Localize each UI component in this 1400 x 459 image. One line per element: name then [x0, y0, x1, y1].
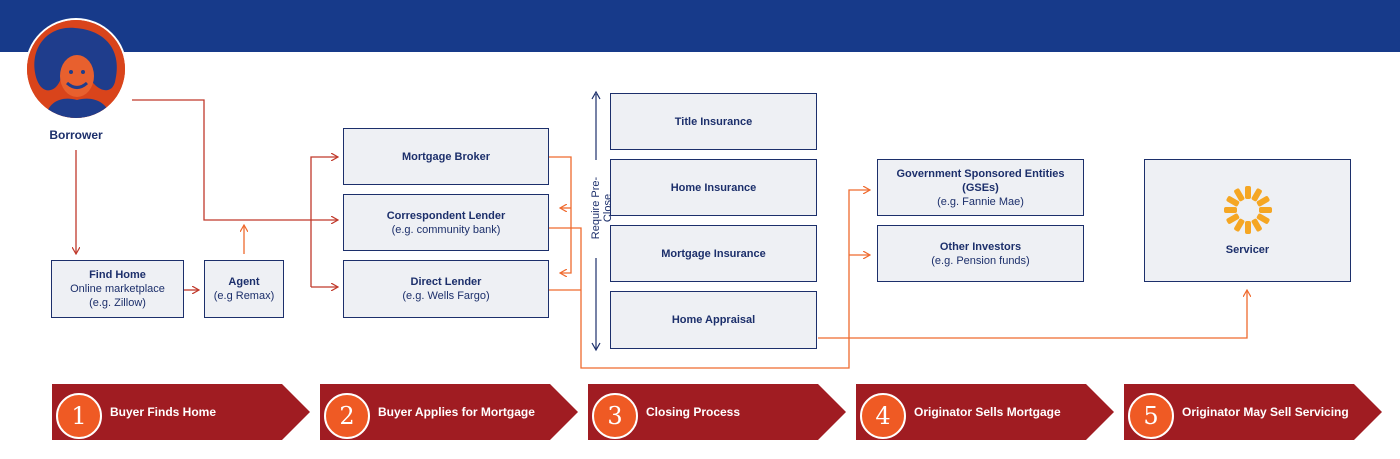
step-label: Closing Process: [646, 405, 741, 419]
lender-sub: (e.g. community bank): [391, 223, 501, 236]
arrow-to-servicer: [818, 290, 1247, 339]
route-lenders-to-investors: [549, 190, 870, 369]
step-number: 1: [56, 393, 102, 439]
closing-item-label: Mortgage Insurance: [661, 247, 766, 260]
lender-title: Correspondent Lender: [386, 209, 506, 222]
agent-title: Agent: [228, 276, 260, 288]
find-home-title: Find Home: [89, 269, 146, 281]
agent-box: Agent (e.g Remax): [204, 260, 284, 318]
step-label: Originator Sells Mortgage: [914, 405, 1061, 419]
borrower-avatar: [27, 20, 125, 118]
arrow-broker-to-correspondent: [549, 156, 572, 273]
other-investors-title: Other Investors: [939, 240, 1022, 253]
find-home-box: Find Home Online marketplace (e.g. Zillo…: [51, 260, 184, 318]
find-home-line1: Online marketplace: [70, 283, 165, 295]
lender-title: Direct Lender: [410, 276, 482, 288]
step-number: 4: [860, 393, 906, 439]
closing-item-label: Title Insurance: [674, 115, 753, 128]
other-investors-sub: (e.g. Pension funds): [931, 254, 1030, 267]
other-investors-box: Other Investors (e.g. Pension funds): [877, 225, 1084, 282]
gse-line1: Government Sponsored Entities: [896, 167, 1065, 180]
servicer-logo-icon: [1223, 185, 1272, 234]
gse-line2: (GSEs): [962, 181, 999, 194]
step-label: Originator May Sell Servicing: [1182, 405, 1349, 419]
top-banner: [0, 0, 1400, 52]
closing-item-label: Home Appraisal: [671, 314, 756, 326]
borrower-label: Borrower: [49, 128, 103, 142]
direct-lender-box: Direct Lender (e.g. Wells Fargo): [343, 260, 549, 318]
step-number: 5: [1128, 393, 1174, 439]
home-insurance-box: Home Insurance: [610, 159, 817, 216]
agent-line1: (e.g Remax): [213, 290, 275, 302]
title-insurance-box: Title Insurance: [610, 93, 817, 150]
closing-item-label: Home Insurance: [670, 181, 757, 194]
gse-sub: (e.g. Fannie Mae): [937, 195, 1024, 208]
servicer-box: Servicer: [1144, 159, 1351, 282]
step-number: 2: [324, 393, 370, 439]
step-number: 3: [592, 393, 638, 439]
arrow-borrower-to-correspondent: [132, 99, 338, 220]
gse-box: Government Sponsored Entities (GSEs) (e.…: [877, 159, 1084, 216]
arrow-to-mortgage-broker: [310, 157, 338, 287]
find-home-line2: (e.g. Zillow): [89, 297, 146, 309]
require-pre-close-label: Require Pre-Close: [590, 163, 614, 253]
step-label: Buyer Finds Home: [110, 405, 217, 419]
mortgage-broker-box: Mortgage Broker: [343, 128, 549, 185]
servicer-label: Servicer: [1225, 243, 1270, 256]
step-label: Buyer Applies for Mortgage: [378, 405, 535, 419]
home-appraisal-box: Home Appraisal: [610, 291, 817, 349]
correspondent-lender-box: Correspondent Lender (e.g. community ban…: [343, 194, 549, 251]
lender-title: Mortgage Broker: [401, 150, 491, 163]
lender-sub: (e.g. Wells Fargo): [402, 290, 490, 302]
mortgage-insurance-box: Mortgage Insurance: [610, 225, 817, 282]
